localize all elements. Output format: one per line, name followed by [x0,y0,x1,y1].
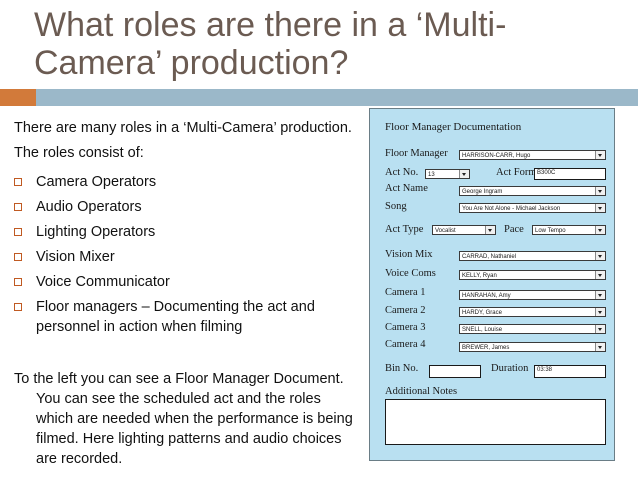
floor-manager-document: Floor Manager Documentation Floor Manage… [369,108,615,461]
chevron-down-icon[interactable] [595,291,605,299]
act-form-label: Act Form [496,167,537,178]
square-bullet-icon [14,178,22,186]
act-name-label: Act Name [385,183,428,194]
vision-mix-label: Vision Mix [385,249,433,260]
floor-manager-label: Floor Manager [385,148,448,159]
act-form-field[interactable]: B300C [534,168,606,180]
additional-notes-field[interactable] [385,399,606,445]
list-item: Camera Operators [14,172,354,192]
chevron-down-icon[interactable] [595,325,605,333]
form-title: Floor Manager Documentation [385,121,522,133]
bin-no-field[interactable] [429,365,481,378]
chevron-down-icon[interactable] [595,343,605,351]
square-bullet-icon [14,278,22,286]
chevron-down-icon[interactable] [485,226,495,234]
chevron-down-icon[interactable] [595,252,605,260]
camera-4-select[interactable]: BREWER, James [459,342,606,352]
title-rule-bar [36,89,638,106]
song-select[interactable]: You Are Not Alone - Michael Jackson [459,203,606,213]
chevron-down-icon[interactable] [595,271,605,279]
camera-1-label: Camera 1 [385,287,426,298]
list-item: Audio Operators [14,197,354,217]
duration-label: Duration [491,363,529,374]
list-item: Vision Mixer [14,247,354,267]
closing-text: To the left you can see a Floor Manager … [14,371,353,467]
camera-1-select[interactable]: HANRAHAN, Amy [459,290,606,300]
duration-field[interactable]: 03:38 [534,365,606,378]
act-type-select[interactable]: Vocalist [432,225,496,235]
chevron-down-icon[interactable] [595,226,605,234]
chevron-down-icon[interactable] [595,151,605,159]
voice-coms-label: Voice Coms [385,268,436,279]
floor-manager-select[interactable]: HARRISON-CARR, Hugo [459,150,606,160]
additional-notes-label: Additional Notes [385,386,458,397]
square-bullet-icon [14,253,22,261]
slide-title: What roles are there in a ‘Multi-Camera’… [34,6,507,82]
camera-2-label: Camera 2 [385,305,426,316]
voice-coms-select[interactable]: KELLY, Ryan [459,270,606,280]
pace-label: Pace [504,224,524,235]
camera-3-label: Camera 3 [385,322,426,333]
camera-4-label: Camera 4 [385,339,426,350]
act-name-select[interactable]: George Ingram [459,186,606,196]
roles-list: Camera Operators Audio Operators Lightin… [14,172,354,337]
intro-text: There are many roles in a ‘Multi-Camera’… [14,120,352,161]
vision-mix-select[interactable]: CARRAD, Nathaniel [459,251,606,261]
chevron-down-icon[interactable] [595,308,605,316]
square-bullet-icon [14,303,22,311]
chevron-down-icon[interactable] [459,170,469,178]
camera-2-select[interactable]: HARDY, Grace [459,307,606,317]
list-item: Lighting Operators [14,222,354,242]
song-label: Song [385,201,407,212]
bin-no-label: Bin No. [385,363,419,374]
list-item: Floor managers – Documenting the act and… [14,297,354,337]
square-bullet-icon [14,203,22,211]
slide-body: There are many roles in a ‘Multi-Camera’… [14,116,354,469]
act-type-label: Act Type [385,224,424,235]
title-rule-accent [0,89,36,106]
camera-3-select[interactable]: SNELL, Louise [459,324,606,334]
chevron-down-icon[interactable] [595,204,605,212]
chevron-down-icon[interactable] [595,187,605,195]
list-item: Voice Communicator [14,272,354,292]
square-bullet-icon [14,228,22,236]
act-no-label: Act No. [385,167,419,178]
act-no-select[interactable]: 13 [425,169,470,179]
pace-select[interactable]: Low Tempo [532,225,606,235]
